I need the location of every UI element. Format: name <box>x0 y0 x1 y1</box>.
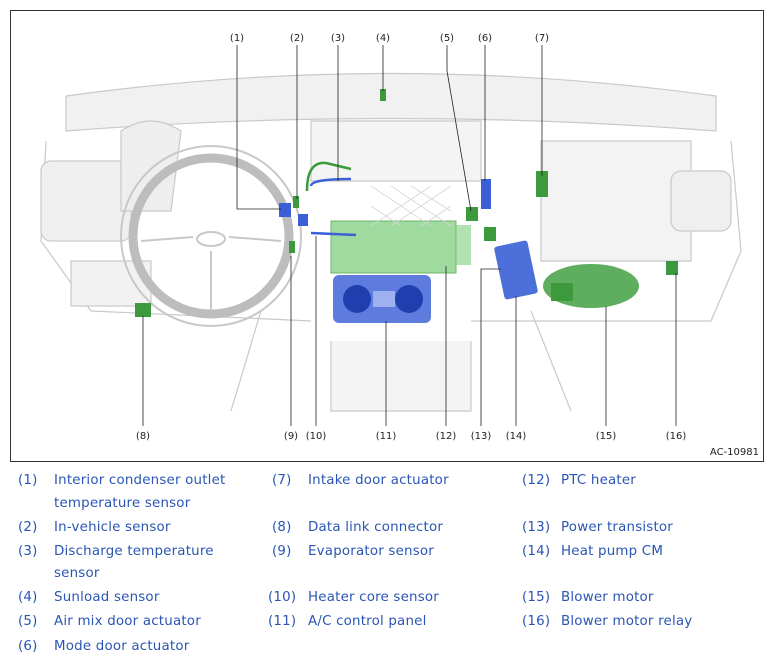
callout-13: (13) <box>470 431 492 442</box>
callout-15: (15) <box>595 431 617 442</box>
callout-6: (6) <box>477 33 493 44</box>
callout-2: (2) <box>289 33 305 44</box>
callout-8: (8) <box>135 431 151 442</box>
component-location-figure: (1) (2) (3) (4) (5) (6) (7) (8) (9) (10)… <box>10 10 764 462</box>
callout-7: (7) <box>534 33 550 44</box>
callout-9: (9) <box>283 431 299 442</box>
callout-11: (11) <box>375 431 397 442</box>
callout-14: (14) <box>505 431 527 442</box>
dashboard-illustration <box>40 45 742 426</box>
callout-16: (16) <box>665 431 687 442</box>
callout-1: (1) <box>229 33 245 44</box>
callout-10: (10) <box>305 431 327 442</box>
legend: (1) Interior condenser outlet temperatur… <box>18 473 693 654</box>
callout-4: (4) <box>375 33 391 44</box>
figure-id: AC-10981 <box>709 447 759 458</box>
callout-5: (5) <box>439 33 455 44</box>
callout-12: (12) <box>435 431 457 442</box>
callout-3: (3) <box>330 33 346 44</box>
